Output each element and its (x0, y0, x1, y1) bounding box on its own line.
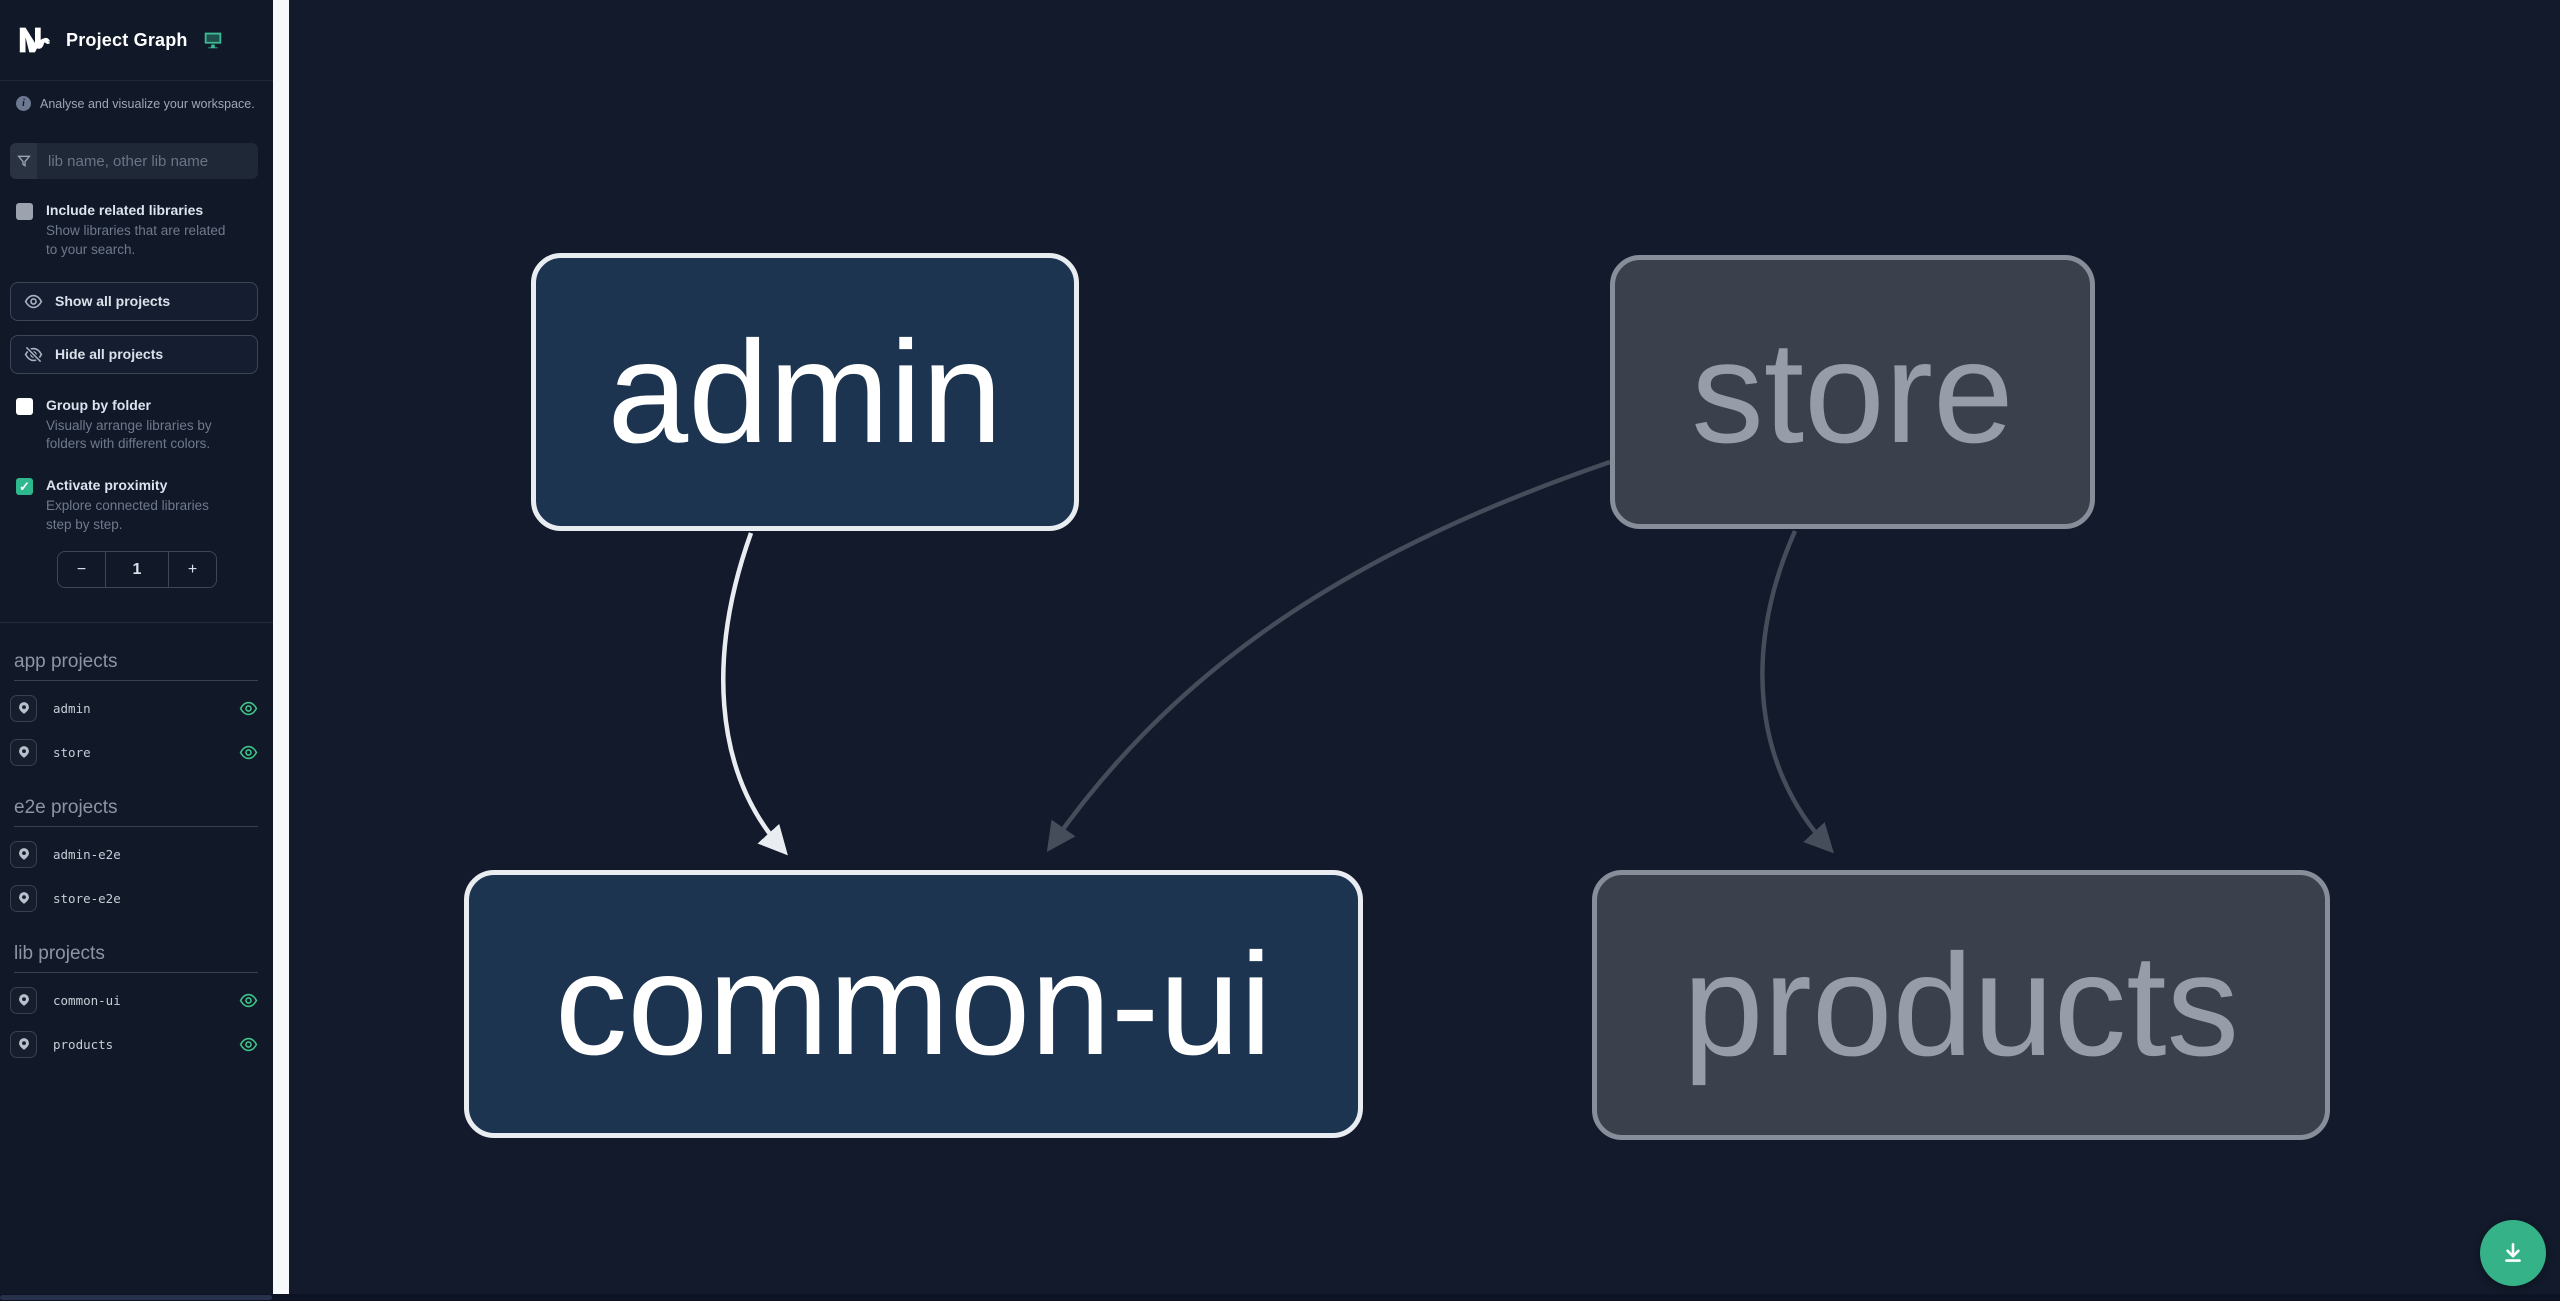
check-icon: ✓ (19, 478, 30, 494)
eye-icon (24, 294, 43, 308)
project-row-admin-e2e: admin-e2e (10, 837, 258, 871)
graph-edges (721, 459, 1835, 856)
group-by-folder-checkbox[interactable] (16, 397, 33, 415)
eye-icon[interactable] (239, 991, 258, 1010)
eye-icon[interactable] (239, 743, 258, 762)
edge-store-to-products[interactable] (1760, 530, 1835, 854)
include-related-checkbox[interactable] (16, 203, 33, 220)
monitor-icon[interactable] (202, 29, 224, 51)
project-row-common-ui: common-ui (10, 983, 258, 1017)
section-title-e2e-projects: e2e projects (14, 797, 258, 828)
edge-store-to-common-ui[interactable] (1046, 459, 1611, 852)
graph-node-store[interactable]: store (1610, 255, 2095, 529)
project-name[interactable]: store (53, 744, 91, 760)
proximity-depth-stepper: − 1 + (57, 551, 217, 589)
project-name[interactable]: admin-e2e (53, 846, 121, 862)
project-name[interactable]: admin (53, 700, 91, 716)
focus-icon[interactable] (10, 1030, 37, 1058)
project-row-admin: admin (10, 691, 258, 725)
increment-button[interactable]: + (168, 552, 216, 588)
filter-input[interactable] (37, 143, 258, 179)
graph-canvas[interactable]: admin store common-ui products (289, 0, 2560, 1301)
funnel-icon (10, 143, 37, 179)
project-name[interactable]: common-ui (53, 992, 121, 1008)
node-label: admin (607, 310, 1003, 473)
project-name[interactable]: store-e2e (53, 890, 121, 906)
tagline-text: Analyse and visualize your workspace. (40, 96, 255, 111)
include-related-row: Include related libraries Show libraries… (0, 201, 273, 260)
checkbox-description: Show libraries that are related to your … (46, 222, 226, 257)
depth-value: 1 (132, 560, 142, 578)
graph-node-admin[interactable]: admin (531, 253, 1079, 531)
horizontal-scrollbar (0, 1294, 2560, 1301)
nx-logo (19, 27, 51, 53)
sidebar: Project Graph i Analyse and visualize yo… (0, 0, 273, 1301)
checkbox-description: Visually arrange libraries by folders wi… (46, 417, 212, 452)
checkbox-label: Group by folder (46, 396, 151, 413)
eye-icon[interactable] (239, 1035, 258, 1054)
node-label: store (1691, 310, 2014, 473)
decrement-button[interactable]: − (58, 552, 106, 588)
horizontal-scrollbar-thumb[interactable] (0, 1295, 272, 1300)
project-row-store-e2e: store-e2e (10, 881, 258, 915)
workspace-tagline: i Analyse and visualize your workspace. (0, 81, 273, 117)
checkbox-label: Include related libraries (46, 202, 204, 218)
page-title: Project Graph (66, 29, 188, 50)
project-row-products: products (10, 1027, 258, 1061)
checkbox-description: Explore connected libraries step by step… (46, 498, 209, 533)
filter-input-group (10, 143, 258, 179)
project-row-store: store (10, 735, 258, 769)
sidebar-resize-handle[interactable] (273, 0, 289, 1301)
checkbox-label: Activate proximity (46, 477, 168, 494)
group-by-folder-row: Group by folder Visually arrange librari… (0, 396, 273, 455)
focus-icon[interactable] (10, 840, 37, 868)
focus-icon[interactable] (10, 738, 37, 766)
eye-slash-icon (24, 345, 43, 363)
info-icon: i (16, 96, 31, 111)
eye-icon[interactable] (239, 699, 258, 718)
focus-icon[interactable] (10, 694, 37, 722)
show-all-projects-button[interactable]: Show all projects (10, 281, 258, 321)
show-all-label: Show all projects (55, 293, 171, 310)
section-title-lib-projects: lib projects (14, 943, 258, 974)
download-image-button[interactable] (2480, 1220, 2546, 1286)
section-title-app-projects: app projects (14, 651, 258, 682)
activate-proximity-row: ✓ Activate proximity Explore connected l… (0, 476, 273, 535)
download-icon (2505, 1243, 2521, 1262)
sidebar-divider-line (0, 622, 273, 624)
activate-proximity-checkbox[interactable]: ✓ (16, 478, 33, 496)
edge-admin-to-common-ui[interactable] (721, 532, 788, 856)
hide-all-label: Hide all projects (55, 346, 164, 363)
hide-all-projects-button[interactable]: Hide all projects (10, 334, 258, 374)
focus-icon[interactable] (10, 884, 37, 912)
project-name[interactable]: products (53, 1036, 114, 1052)
node-label: common-ui (554, 922, 1273, 1085)
app-header: Project Graph (0, 0, 273, 81)
node-label: products (1682, 923, 2240, 1086)
graph-node-common-ui[interactable]: common-ui (464, 870, 1363, 1138)
graph-node-products[interactable]: products (1592, 870, 2330, 1140)
focus-icon[interactable] (10, 986, 37, 1014)
